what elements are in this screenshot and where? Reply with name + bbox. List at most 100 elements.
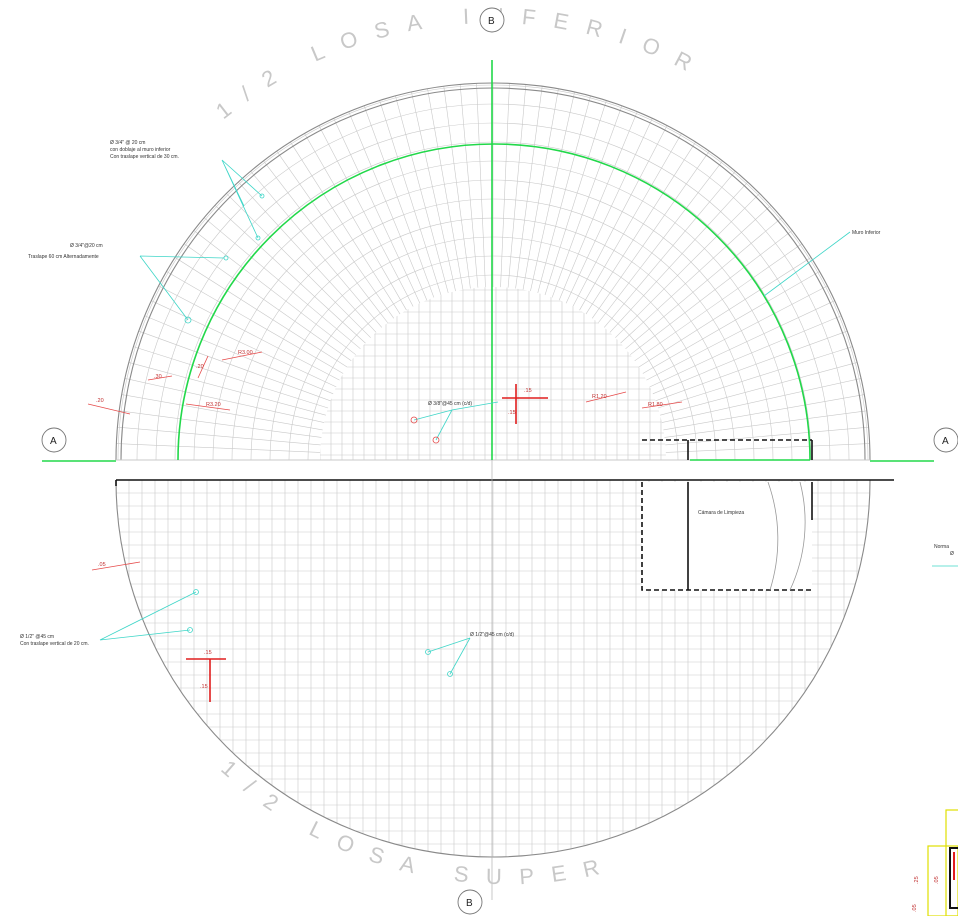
radial-bar bbox=[174, 257, 348, 368]
svg-text:A: A bbox=[942, 436, 949, 447]
upper-slab-outline-inner bbox=[120, 87, 866, 461]
svg-text:B: B bbox=[488, 16, 495, 27]
radial-bar bbox=[551, 105, 623, 298]
radial-bar bbox=[395, 95, 449, 293]
upper-center-grid bbox=[320, 287, 666, 460]
radial-bar bbox=[117, 426, 321, 446]
cross-mark-lower: .15 .15 bbox=[186, 650, 226, 702]
ring-bars bbox=[117, 84, 869, 460]
radial-bar bbox=[660, 362, 858, 416]
radial-bar bbox=[537, 95, 591, 293]
svg-text:.30: .30 bbox=[154, 374, 162, 380]
svg-text:Con traslape vertical de 20 cm: Con traslape vertical de 20 cm. bbox=[20, 641, 89, 647]
radial-bar bbox=[620, 205, 772, 344]
ring-bar bbox=[250, 217, 736, 460]
note-right-edge-2: Ø bbox=[950, 551, 954, 557]
leader-lower-left bbox=[99, 591, 197, 641]
radial-bar bbox=[515, 86, 543, 289]
radial-bar bbox=[318, 125, 414, 307]
radial-bars bbox=[116, 83, 870, 453]
radial-bar bbox=[290, 141, 401, 315]
radial-bar bbox=[158, 285, 340, 381]
svg-text:con doblaje al muro inferior: con doblaje al muro inferior bbox=[110, 147, 171, 153]
ring-bar bbox=[136, 103, 850, 460]
radial-bar bbox=[507, 84, 527, 288]
ring-bar bbox=[193, 160, 793, 460]
axis-a-left-bubble: A bbox=[41, 427, 67, 453]
svg-text:R1.20: R1.20 bbox=[592, 394, 607, 400]
note-center-lower: Ø 1/2"@45 cm (c/d) bbox=[470, 632, 514, 638]
svg-text:.05: .05 bbox=[934, 876, 940, 884]
radial-bar bbox=[348, 111, 428, 301]
radial-bar bbox=[121, 394, 323, 431]
radial-bar bbox=[572, 125, 668, 307]
cleanout-label: Cámara de Limpieza bbox=[698, 510, 744, 516]
radial-bar bbox=[476, 83, 486, 288]
upper-slab-mesh bbox=[116, 83, 870, 460]
radial-bar bbox=[250, 171, 383, 328]
radial-bar bbox=[116, 443, 321, 453]
lower-slab-outline bbox=[115, 479, 871, 858]
radial-bar bbox=[585, 141, 696, 315]
radial-bar bbox=[411, 91, 456, 292]
leader-center-upper bbox=[413, 401, 499, 441]
radial-bar bbox=[193, 230, 356, 355]
radial-bar bbox=[304, 133, 407, 311]
svg-text:.05: .05 bbox=[912, 904, 918, 912]
ring-bar bbox=[231, 198, 755, 460]
radial-bar bbox=[665, 443, 870, 453]
svg-text:.20: .20 bbox=[96, 398, 104, 404]
radial-bar bbox=[663, 394, 865, 431]
leader-center-lower bbox=[427, 637, 471, 675]
radial-bar bbox=[128, 362, 326, 416]
radial-bar bbox=[214, 205, 366, 344]
radial-bar bbox=[238, 181, 377, 333]
radial-bar bbox=[665, 426, 869, 446]
radial-bar bbox=[579, 133, 682, 311]
radial-bar bbox=[459, 84, 479, 288]
radial-bar bbox=[558, 111, 638, 301]
ring-bar bbox=[155, 122, 831, 460]
radial-bar bbox=[642, 271, 820, 374]
radial-bar bbox=[655, 330, 848, 402]
note-lower-left: Ø 1/2" @45 cm Con traslape vertical de 2… bbox=[20, 634, 89, 647]
radial-bar bbox=[443, 86, 471, 289]
svg-text:Ø 3/4" @ 20 cm: Ø 3/4" @ 20 cm bbox=[110, 140, 145, 146]
upper-slab-title: 1/2 LOSA INFERIOR bbox=[211, 3, 712, 124]
leader-top-left bbox=[221, 159, 263, 239]
radial-bar bbox=[263, 160, 388, 323]
leader-mid-left bbox=[139, 255, 225, 321]
radial-bar bbox=[151, 300, 337, 388]
ring-bar bbox=[212, 179, 774, 460]
note-muro: Muro Inferior bbox=[852, 230, 881, 236]
ring-bar bbox=[117, 84, 869, 460]
radial-bar bbox=[144, 315, 334, 395]
upper-slab-outline bbox=[115, 82, 871, 461]
svg-text:Ø 3/4"@20 cm: Ø 3/4"@20 cm bbox=[70, 243, 103, 249]
cross-mark-upper: .15 .15 bbox=[502, 384, 548, 424]
radial-bar bbox=[565, 118, 653, 304]
axis-b-bottom-bubble: B bbox=[457, 889, 483, 915]
radial-bar bbox=[625, 217, 782, 350]
leader-muro bbox=[763, 231, 851, 297]
svg-text:B: B bbox=[466, 898, 473, 909]
radial-bar bbox=[630, 230, 793, 355]
note-top-left: Ø 3/4" @ 20 cm con doblaje al muro infer… bbox=[110, 140, 179, 160]
radial-bar bbox=[661, 378, 862, 423]
radial-bar bbox=[638, 257, 812, 368]
radial-bar bbox=[530, 91, 575, 292]
lower-slab-title: 1/2 LOSA SUPER bbox=[216, 755, 619, 889]
radial-bar bbox=[333, 118, 421, 304]
svg-text:.20: .20 bbox=[196, 364, 204, 370]
radial-bar bbox=[204, 217, 361, 350]
radial-bar bbox=[184, 243, 352, 362]
dimension-marks: .20 .30 .20 R3.00 R3.20 R1.20 R1.80 .05 bbox=[87, 350, 683, 571]
axis-a-right-bubble: A bbox=[933, 427, 958, 453]
radial-bar bbox=[657, 346, 853, 409]
svg-text:.15: .15 bbox=[204, 650, 212, 656]
radial-bar bbox=[166, 271, 344, 374]
radial-bar bbox=[522, 88, 559, 290]
svg-text:Ø 1/2" @45 cm: Ø 1/2" @45 cm bbox=[20, 634, 54, 640]
radial-bar bbox=[119, 410, 322, 438]
